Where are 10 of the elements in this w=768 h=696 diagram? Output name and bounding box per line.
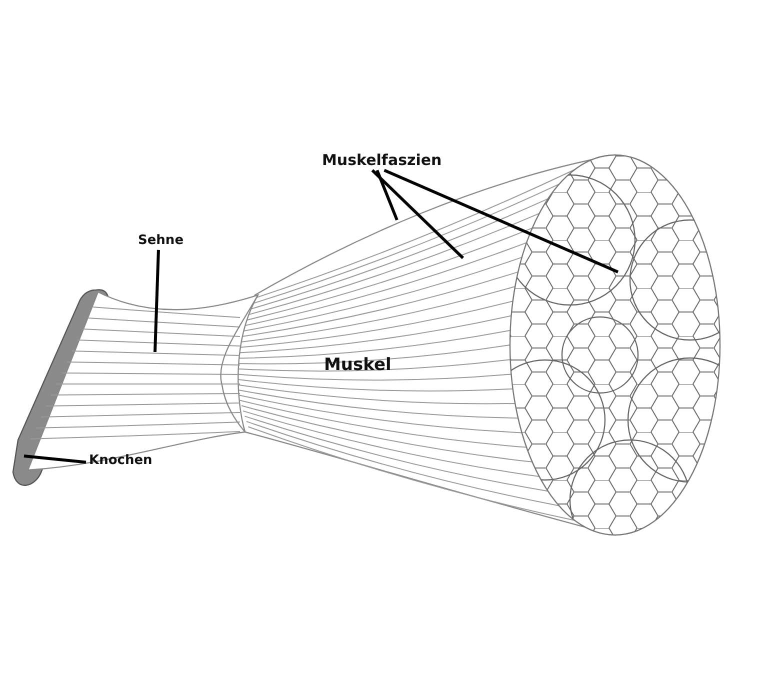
- tendon-drawing: [27, 291, 259, 471]
- leader-line: [371, 169, 464, 260]
- part-label: Muskel: [324, 356, 392, 376]
- leader-line: [154, 250, 160, 352]
- part-label: Sehne: [138, 234, 184, 249]
- part-label: Knochen: [89, 454, 152, 469]
- part-label: Muskelfaszien: [322, 152, 442, 170]
- leader-line: [376, 170, 398, 221]
- leader-line: [24, 454, 86, 464]
- leader-line: [384, 168, 619, 274]
